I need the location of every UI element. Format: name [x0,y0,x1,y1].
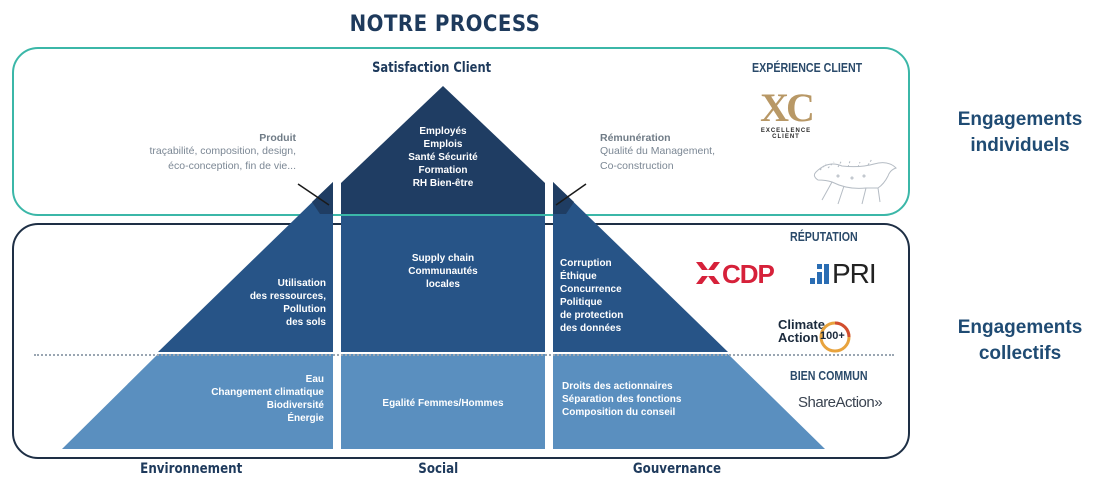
top-center-text: Employés Emplois Santé Sécurité Formatio… [408,126,478,189]
pyramid-bottom-center [341,354,545,449]
pyramid-top-right-sliver [553,182,574,214]
level-divider [34,354,894,356]
produit-block: Produit traçabilité, composition, design… [96,132,297,174]
climate-action-100-logo: Climate Action 100+ [778,318,868,360]
middle-center-text: Supply chain Communautés locales [408,253,478,290]
xc-excellence-client-logo: XC EXCELLENCE CLIENT [760,85,815,141]
cdp-mark-icon [696,262,720,284]
middle-right-text: Corruption Éthique Concurrence Politique… [560,258,624,334]
base-label-environnement: Environnement [140,461,243,477]
remuneration-title: Rémunération [600,132,671,144]
individual-engagements-frame [12,47,910,216]
pri-bars-icon [810,264,829,284]
pyramid-middle-left [158,182,333,352]
bottom-center-text: Egalité Femmes/Hommes [382,398,504,409]
pyramid-apex [341,86,545,214]
page-title: NOTRE PROCESS [349,12,541,37]
base-label-gouvernance: Gouvernance [632,461,722,477]
shareaction-logo: ShareAction» [798,394,883,411]
section-bien-commun: BIEN COMMUN [790,368,868,383]
cdp-logo: CDP [694,258,784,289]
bottom-left-text: Eau Changement climatique Biodiversité É… [211,374,324,424]
apex-label: Satisfaction Client [372,60,492,76]
pyramid-bottom-left [62,354,333,449]
middle-left-text: Utilisation des ressources, Pollution de… [249,278,326,328]
climate-action-ring-icon [819,321,851,353]
pri-logo: PRI [808,258,888,289]
section-experience-client: EXPÉRIENCE CLIENT [752,60,863,75]
side-label-individuels: Engagements individuels [957,109,1083,156]
produit-title: Produit [259,132,296,144]
produit-pointer-line [297,183,330,206]
pyramid-top-left-sliver [312,182,333,214]
bottom-right-text: Droits des actionnaires Séparation des f… [562,381,682,418]
pyramid-bottom-right [553,354,825,449]
remuneration-block: Rémunération Qualité du Management, Co-c… [600,132,800,174]
side-label-collectifs: Engagements collectifs [957,317,1083,364]
pyramid-middle-center [341,216,545,352]
section-reputation: RÉPUTATION [790,229,858,244]
base-label-social: Social [418,461,459,477]
remuneration-pointer-line [555,183,587,206]
horse-illustration-icon [813,158,897,205]
pyramid-middle-right [553,182,728,352]
